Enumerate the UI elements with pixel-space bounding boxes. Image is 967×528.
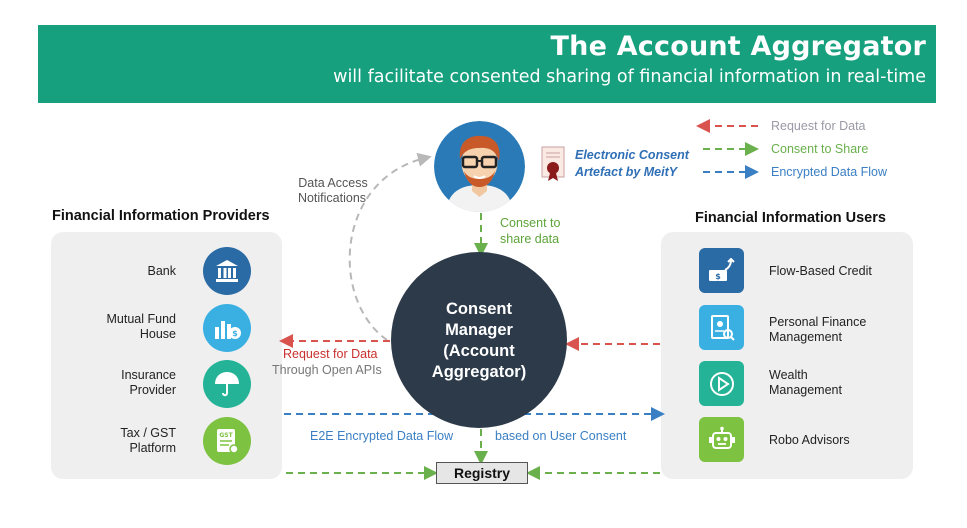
- user-wealth-label: Wealth Management: [769, 368, 842, 397]
- provider-insurance-label: Insurance Provider: [121, 368, 176, 397]
- bank-icon: [203, 247, 251, 295]
- registry-box: Registry: [436, 462, 528, 484]
- manager-line4: Aggregator): [431, 363, 527, 381]
- provider-bank-label: Bank: [147, 264, 177, 278]
- notifications-line2: Notifications: [297, 191, 367, 205]
- legend-encrypted-label: Encrypted Data Flow: [771, 165, 888, 179]
- manager-line3: (Account: [443, 342, 515, 360]
- user-robo-label: Robo Advisors: [769, 433, 850, 447]
- request-label-line1: Request for Data: [283, 347, 378, 361]
- umbrella-icon: [203, 360, 251, 408]
- consent-artefact-line2: Artefact by MeitY: [575, 165, 678, 179]
- user-consent-label: based on User Consent: [495, 429, 627, 443]
- provider-tax-label: Tax / GST Platform: [120, 426, 176, 455]
- consent-manager-node: [391, 252, 567, 428]
- gst-document-icon: GST: [203, 417, 251, 465]
- svg-text:$: $: [232, 329, 238, 338]
- request-label-line2: Through Open APIs: [272, 363, 382, 377]
- banner-subtitle: will facilitate consented sharing of fin…: [333, 67, 926, 87]
- robot-icon: [699, 417, 744, 462]
- banner-title: The Account Aggregator: [550, 31, 926, 62]
- svg-text:GST: GST: [219, 432, 233, 439]
- consent-to-share-line1: Consent to: [500, 216, 561, 230]
- notifications-line1: Data Access: [298, 176, 368, 190]
- credit-growth-icon: $: [699, 248, 744, 293]
- play-icon: [699, 361, 744, 406]
- svg-text:$: $: [715, 272, 721, 281]
- legend-request-label: Request for Data: [771, 119, 866, 133]
- header-banner: The Account Aggregator will facilitate c…: [38, 25, 936, 103]
- providers-heading: Financial Information Providers: [52, 208, 270, 224]
- provider-mutual-fund-label: Mutual Fund House: [106, 312, 176, 341]
- user-personal-finance-label: Personal Finance Management: [769, 315, 867, 344]
- users-heading: Financial Information Users: [695, 210, 886, 226]
- user-flow-credit-label: Flow-Based Credit: [769, 264, 872, 278]
- mutual-fund-icon: $: [203, 304, 251, 352]
- consent-manager-label: Consent Manager (Account Aggregator): [391, 299, 567, 383]
- consent-to-share-line2: share data: [500, 232, 560, 246]
- user-avatar: [434, 121, 525, 212]
- notification-arc: [348, 152, 432, 341]
- consent-artefact-line1: Electronic Consent: [575, 148, 689, 162]
- manager-line2: Manager: [445, 321, 513, 339]
- manager-line1: Consent: [446, 300, 512, 318]
- certificate-icon: [541, 146, 565, 182]
- e2e-label: E2E Encrypted Data Flow: [310, 429, 454, 443]
- finance-document-icon: [699, 305, 744, 350]
- legend-consent-label: Consent to Share: [771, 142, 869, 156]
